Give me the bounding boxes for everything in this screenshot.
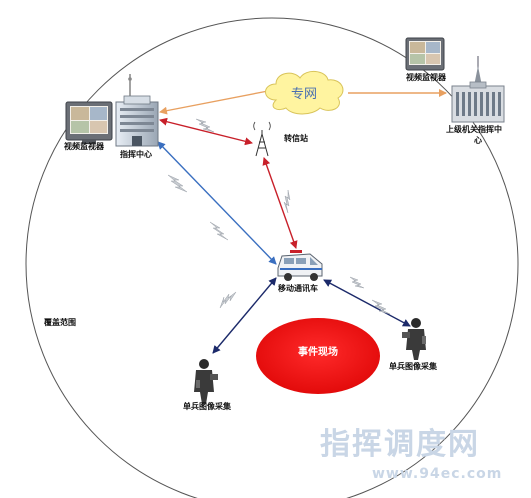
links <box>157 89 447 354</box>
superior-center <box>451 56 505 123</box>
command-center <box>115 74 159 147</box>
incident-scene <box>256 318 380 394</box>
relay-tower-icon <box>253 121 271 157</box>
cloud-icon <box>265 71 344 115</box>
soldier-right-label: 单兵图像采集 <box>389 362 437 371</box>
watermark-url: www.94ec.com <box>372 466 503 482</box>
watermark-title: 指挥调度网 <box>320 427 480 462</box>
monitor-right <box>405 37 445 71</box>
command-center-label: 指挥中心 <box>120 150 152 159</box>
superior-center-label-2: 心 <box>474 136 482 145</box>
wireless-zigzags <box>167 118 391 315</box>
coverage-circle <box>25 17 519 498</box>
relay-station <box>253 121 271 157</box>
wireless-zigzag-icon <box>371 299 391 315</box>
monitor-left <box>65 101 113 144</box>
soldier-right <box>402 318 426 360</box>
link-command-to-van <box>157 141 277 265</box>
link-relay-to-van <box>262 157 298 249</box>
link-command-to-relay <box>159 117 253 146</box>
link-van-to-left-soldier <box>212 277 277 354</box>
monitor-right-label: 视频监视器 <box>406 73 446 82</box>
incident-scene-label: 事件现场 <box>298 345 338 358</box>
wireless-zigzag-icon <box>219 291 237 309</box>
monitor-left-label: 视频监视器 <box>64 142 104 151</box>
coverage-label: 覆盖范围 <box>44 318 76 327</box>
soldier-left <box>194 359 218 404</box>
private-network-cloud <box>265 71 344 115</box>
link-van-to-right-soldier <box>323 279 411 327</box>
wireless-zigzag-icon <box>195 118 215 133</box>
soldier-camera-icon <box>402 318 426 360</box>
relay-station-label: 转信站 <box>284 134 308 143</box>
command-building-icon <box>115 74 159 147</box>
mobile-vehicle <box>277 250 323 281</box>
wireless-zigzag-icon <box>167 174 188 193</box>
superior-building-icon <box>451 56 505 123</box>
private-network-label: 专网 <box>291 87 317 102</box>
superior-center-label-1: 上级机关指挥中 <box>446 125 502 134</box>
wireless-zigzag-icon <box>209 221 229 241</box>
soldier-camera-icon <box>194 359 218 404</box>
soldier-left-label: 单兵图像采集 <box>183 402 231 411</box>
wireless-zigzag-icon <box>283 189 291 214</box>
wireless-zigzag-icon <box>349 276 365 289</box>
incident-ellipse <box>256 318 380 394</box>
mobile-vehicle-label: 移动通讯车 <box>278 284 318 293</box>
link-command-to-network <box>159 90 269 115</box>
mobile-van-icon <box>277 250 323 281</box>
